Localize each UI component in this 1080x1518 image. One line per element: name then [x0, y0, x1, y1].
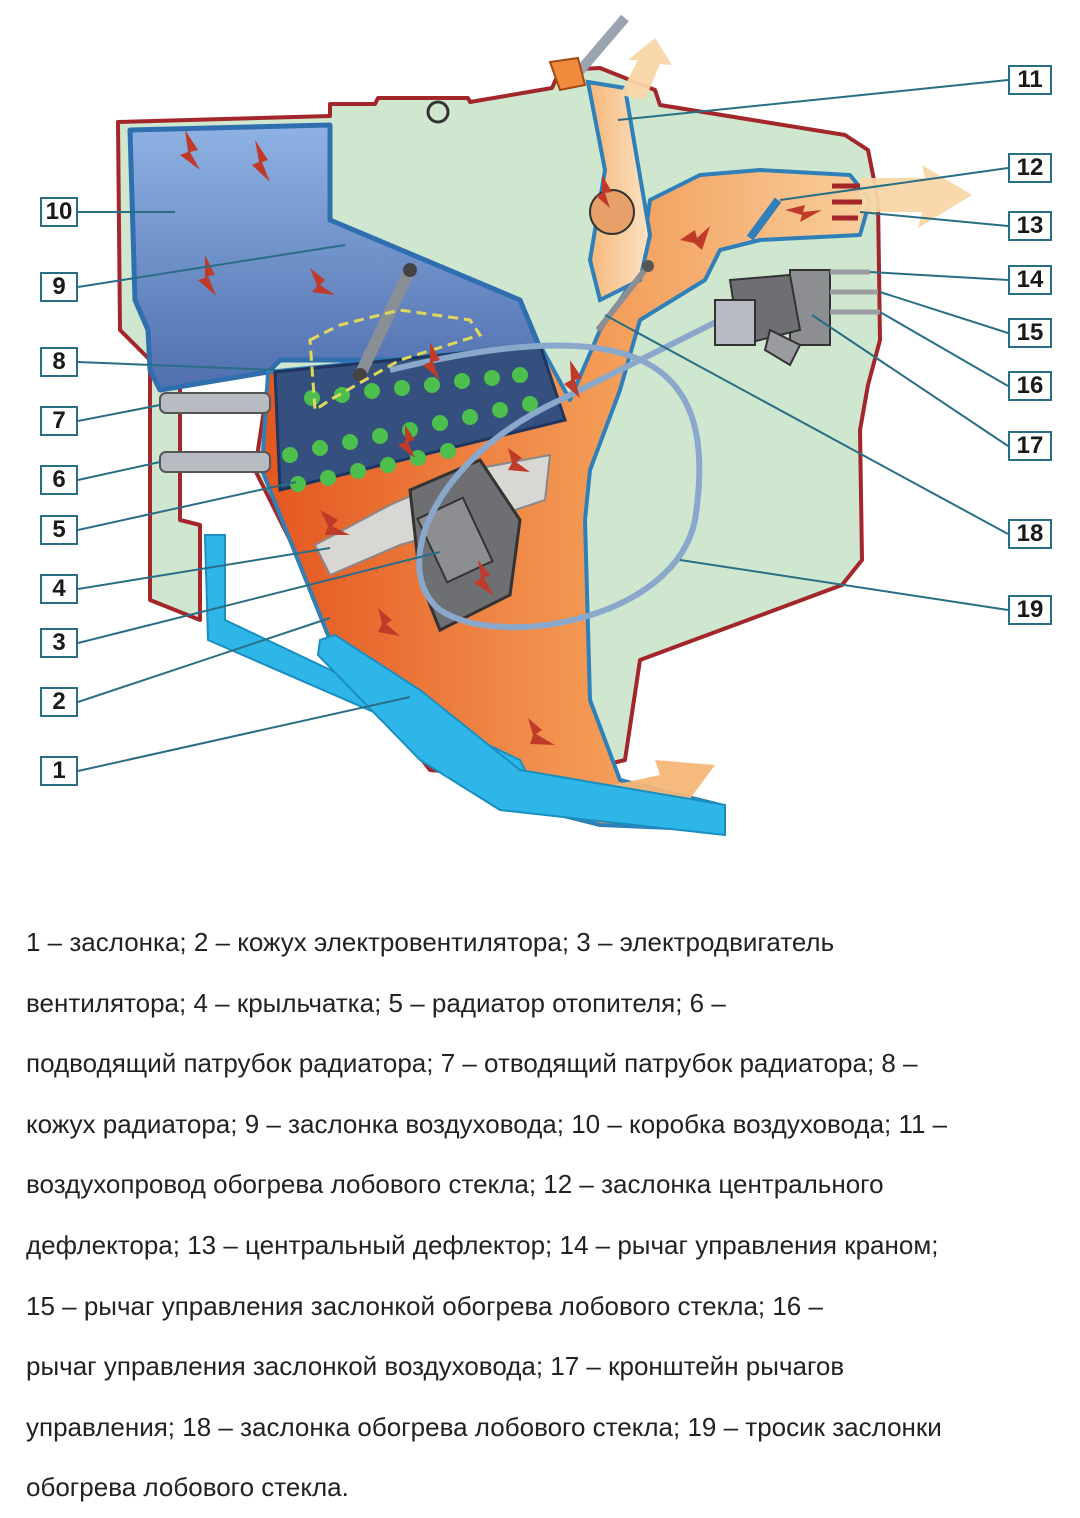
caption-line: рычаг управления заслонкой воздуховода; … — [26, 1351, 845, 1382]
callout-label-14: 14 — [1008, 265, 1052, 295]
callout-label-15: 15 — [1008, 318, 1052, 348]
callout-label-7: 7 — [40, 406, 78, 436]
callout-label-4: 4 — [40, 574, 78, 604]
flow-arrow-icon — [620, 38, 672, 100]
callout-label-19: 19 — [1008, 595, 1052, 625]
caption-line: дефлектора; 13 – центральный дефлектор; … — [26, 1229, 939, 1260]
flow-arrow-icon — [860, 165, 972, 228]
intake-box — [127, 122, 548, 393]
outlet-pipe — [159, 392, 271, 414]
caption-line: 1 – заслонка; 2 – кожух электровентилято… — [26, 927, 835, 957]
callout-label-6: 6 — [40, 465, 78, 495]
callout-label-11: 11 — [1008, 65, 1052, 95]
callout-label-17: 17 — [1008, 431, 1052, 461]
leader-lines — [77, 79, 1009, 772]
central-deflector-damper — [746, 197, 782, 241]
inlet-pipe — [159, 451, 271, 473]
callout-label-12: 12 — [1008, 153, 1052, 183]
duct-damper-lever — [354, 264, 416, 381]
caption-line: 15 – рычаг управления заслонкой обогрева… — [26, 1290, 823, 1321]
callout-label-9: 9 — [40, 272, 78, 302]
roller — [589, 189, 635, 235]
heater-diagram: 10 9 8 7 6 5 4 3 2 1 11 12 13 14 15 16 1… — [40, 14, 1052, 837]
callout-label-2: 2 — [40, 687, 78, 717]
callout-label-5: 5 — [40, 515, 78, 545]
heater-diagram-svg — [77, 14, 1009, 837]
control-bracket — [714, 269, 831, 367]
caption-line: подводящий патрубок радиатора; 7 – отвод… — [26, 1048, 918, 1079]
diagram-caption: 1 – заслонка; 2 – кожух электровентилято… — [26, 912, 1056, 1518]
callout-label-3: 3 — [40, 628, 78, 658]
caption-line: обогрева лобового стекла. — [26, 1472, 349, 1503]
windshield-damper — [595, 264, 651, 332]
caption-line: кожух радиатора; 9 – заслонка воздуховод… — [26, 1108, 948, 1139]
callout-label-18: 18 — [1008, 519, 1052, 549]
caption-line: вентилятора; 4 – крыльчатка; 5 – радиато… — [26, 987, 726, 1018]
damper-flap-outline — [308, 308, 483, 413]
bottom-duct — [316, 633, 726, 837]
flow-arrow-icon — [180, 130, 822, 745]
callout-label-8: 8 — [40, 347, 78, 377]
callout-label-1: 1 — [40, 756, 78, 786]
caption-line: воздухопровод обогрева лобового стекла; … — [26, 1169, 884, 1200]
windshield-damper-cable — [389, 297, 762, 631]
callout-label-16: 16 — [1008, 371, 1052, 401]
caption-line: управления; 18 – заслонка обогрева лобов… — [26, 1411, 942, 1442]
callout-label-13: 13 — [1008, 211, 1052, 241]
callout-label-10: 10 — [40, 197, 78, 227]
